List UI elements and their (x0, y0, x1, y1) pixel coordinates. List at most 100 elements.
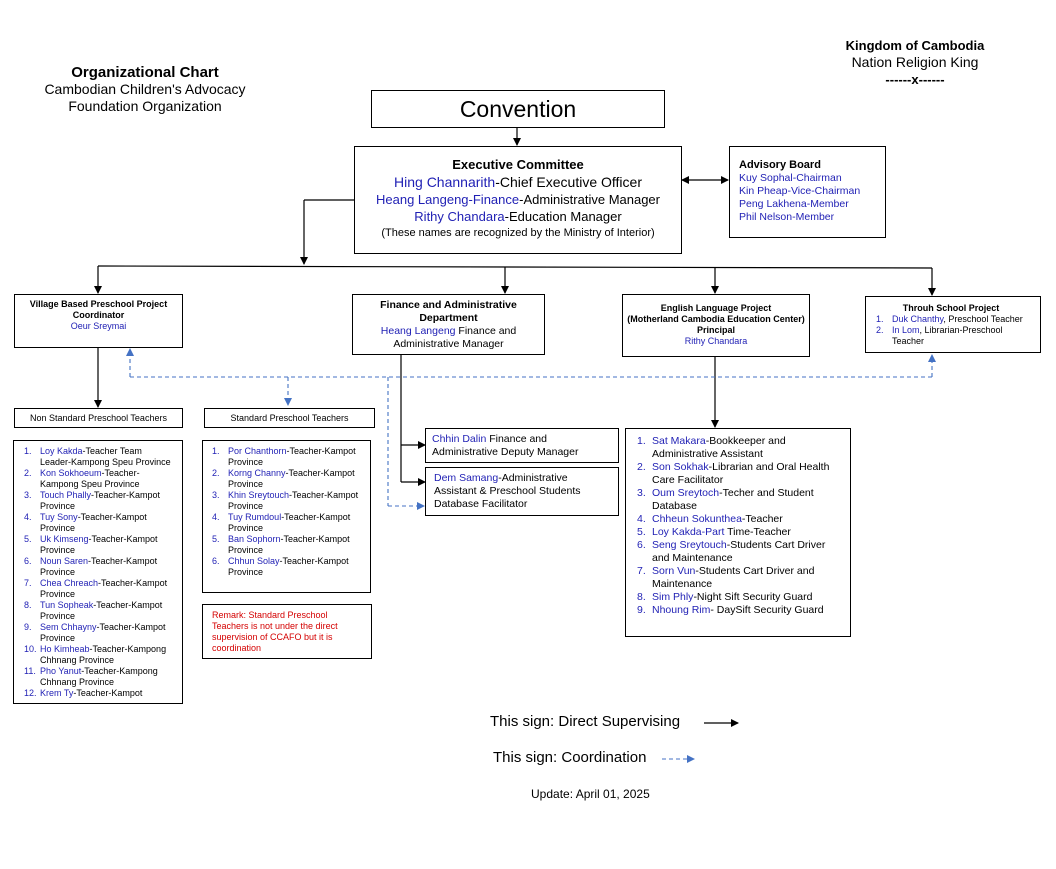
advisory-member: Kuy Sophal-Chairman (739, 172, 842, 184)
non-standard-label: Non Standard Preschool Teachers (14, 408, 183, 428)
through-school-box: Throuh School Project 1.Duk Chanthy, Pre… (865, 296, 1041, 353)
finance-department-box: Finance and Administrative Department He… (352, 294, 545, 355)
kingdom-motto: Nation Religion King (851, 54, 979, 70)
english-title-1: English Language Project (660, 303, 772, 313)
legend-coordination-label: This sign: Coordination (493, 749, 647, 766)
admin-assistant-role-3: Database Facilitator (434, 498, 528, 510)
english-project-box: English Language Project (Motherland Cam… (622, 294, 810, 357)
through-name: Duk Chanthy (892, 314, 944, 324)
executive-committee-box: Executive Committee Hing Channarith-Chie… (354, 146, 682, 254)
finance-dept-name: Heang Langeng (380, 325, 456, 337)
org-name-line1: Cambodian Children's Advocacy (44, 81, 246, 97)
list-item: 4.Chheun Sokunthea-Teacher (637, 513, 783, 525)
english-principal-name: Rithy Chandara (684, 336, 748, 346)
finance-dept-title-1: Finance and Administrative (380, 299, 517, 311)
remark-line: Remark: Standard Preschool (212, 610, 328, 620)
executive-line-education: Rithy Chandara-Education Manager (355, 208, 681, 226)
advisory-member: Peng Lakhena-Member (739, 198, 849, 210)
finance-dept-title-2: Department (419, 312, 478, 324)
advisory-board-box: Advisory Board Kuy Sophal-Chairman Kin P… (729, 146, 886, 238)
admin-assistant-box: Dem Samang-Administrative Assistant & Pr… (425, 467, 619, 516)
org-name-line2: Foundation Organization (68, 98, 222, 114)
remark-line: Teachers is not under the direct (212, 621, 338, 631)
remark-line: supervision of CCAFO but it is (212, 632, 333, 642)
deputy-role-2: Administrative Deputy Manager (432, 446, 579, 458)
deputy-manager-box: Chhin Dalin Finance and Administrative D… (425, 428, 619, 463)
update-date: Update: April 01, 2025 (531, 787, 650, 801)
executive-note: (These names are recognized by the Minis… (381, 227, 655, 239)
advisory-title: Advisory Board (739, 159, 821, 171)
village-title-2: Coordinator (72, 310, 125, 320)
executive-line-finance: Heang Langeng-Finance-Administrative Man… (355, 191, 681, 208)
through-name: In Lom (892, 325, 920, 335)
ceo-role: -Chief Executive Officer (495, 174, 642, 190)
remark-box: Remark: Standard Preschool Teachers is n… (202, 604, 372, 659)
kingdom-divider: ------x------ (885, 72, 945, 87)
executive-title: Executive Committee (452, 157, 584, 172)
through-title: Throuh School Project (902, 303, 1000, 313)
education-manager-role: -Education Manager (504, 209, 622, 224)
org-chart-title: Organizational Chart (71, 64, 219, 81)
deputy-name: Chhin Dalin (432, 433, 487, 445)
finance-dept-line: Heang Langeng Finance and (353, 325, 544, 338)
advisory-member: Phil Nelson-Member (739, 211, 835, 223)
village-title-1: Village Based Preschool Project (29, 299, 168, 309)
standard-label: Standard Preschool Teachers (204, 408, 375, 428)
through-list: 1.Duk Chanthy, Preschool Teacher 2.In Lo… (876, 314, 1036, 347)
finance-manager-name: Heang Langeng-Finance (376, 192, 520, 207)
org-header: Organizational Chart Cambodian Children'… (20, 64, 270, 115)
legend-direct-label: This sign: Direct Supervising (490, 713, 681, 730)
convention-box: Convention (371, 90, 665, 128)
admin-assistant-role-1: -Administrative (498, 472, 568, 484)
list-item: 2.Kon Sokhoeum-Teacher-Kampong Speu Prov… (24, 468, 140, 489)
english-title-3: Principal (696, 325, 735, 335)
executive-line-ceo: Hing Channarith-Chief Executive Officer (355, 173, 681, 191)
finance-dept-role-2: Administrative Manager (393, 338, 504, 350)
advisory-member: Kin Pheap-Vice-Chairman (739, 185, 861, 197)
finance-manager-role: -Administrative Manager (519, 192, 660, 207)
deputy-role-1: Finance and (486, 433, 547, 445)
village-project-box: Village Based Preschool Project Coordina… (14, 294, 183, 348)
kingdom-title: Kingdom of Cambodia (845, 38, 985, 53)
admin-assistant-role-2: Assistant & Preschool Students (434, 485, 581, 497)
kingdom-header: Kingdom of Cambodia Nation Religion King… (826, 38, 1004, 88)
admin-assistant-name: Dem Samang (434, 472, 499, 484)
list-item: 1.Duk Chanthy, Preschool Teacher (876, 314, 1023, 324)
list-item: 5.Loy Kakda-Part Time-Teacher (637, 526, 791, 538)
list-item: 9.Nhoung Rim- DaySift Security Guard (637, 604, 824, 616)
english-title-2: (Motherland Cambodia Education Center) (627, 314, 805, 324)
finance-dept-role-1: Finance and (455, 325, 517, 337)
list-item: 12.Krem Ty-Teacher-Kampot (24, 688, 143, 698)
ceo-name: Hing Channarith (394, 174, 496, 190)
education-manager-name: Rithy Chandara (414, 209, 505, 224)
